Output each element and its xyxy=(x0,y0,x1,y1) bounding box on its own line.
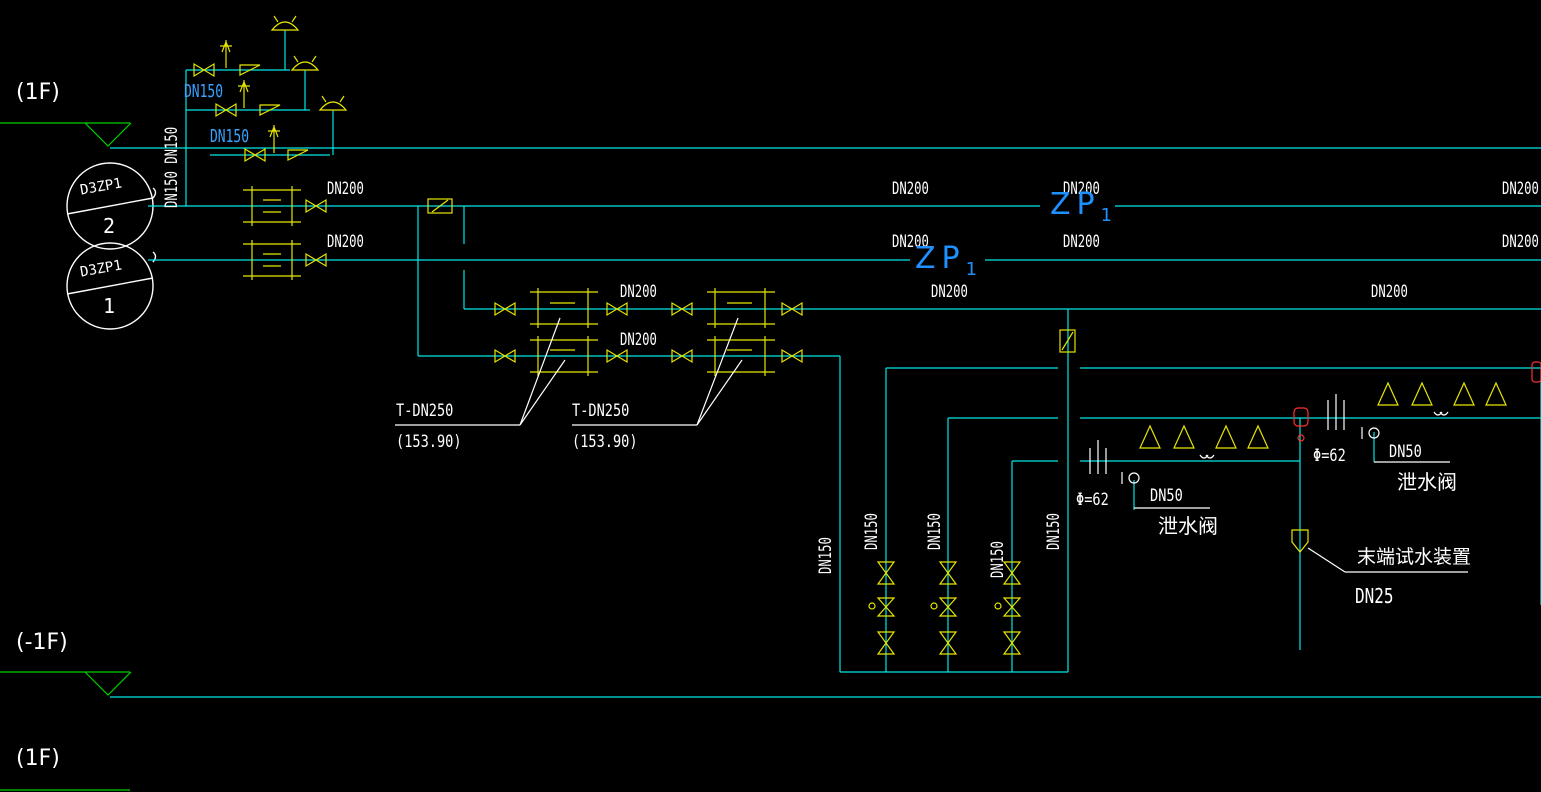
label-dn200-1: DN200 xyxy=(327,179,364,199)
circle-1-number: 1 xyxy=(103,294,116,318)
label-dn150-alarm-1: DN150 xyxy=(184,81,224,102)
label-dn200-9: DN200 xyxy=(620,282,657,302)
label-dn150-alarm-2: DN150 xyxy=(210,126,250,147)
label-riser-dn150-2: DN150 xyxy=(862,513,882,550)
zp1-upper-text: ZP xyxy=(1050,187,1101,222)
label-tdn250-2: T-DN250 xyxy=(572,401,630,421)
label-phi-2: Φ=62 xyxy=(1313,446,1346,466)
label-tdn250-1-value: (153.90) xyxy=(396,432,462,452)
label-drain-valve-1: 泄水阀 xyxy=(1158,514,1218,538)
circle-marker-1 xyxy=(66,242,157,330)
label-riser-dn150-3: DN150 xyxy=(925,513,945,550)
level-lines xyxy=(110,147,1541,698)
red-devices xyxy=(1293,361,1541,442)
label-dn200-12: DN200 xyxy=(620,330,657,350)
label-dn50-1: DN50 xyxy=(1150,486,1183,506)
label-riser-dn150-4: DN150 xyxy=(988,541,1008,578)
label-dn200-11: DN200 xyxy=(1371,282,1408,302)
zp1-upper-sub: 1 xyxy=(1100,205,1119,226)
label-dn200-7: DN200 xyxy=(1063,232,1100,252)
label-zp1-upper: ZP1 xyxy=(1050,190,1118,225)
label-drain-valve-2: 泄水阀 xyxy=(1397,470,1457,494)
label-dn150-vertical: DN150 DN150 xyxy=(162,126,182,208)
label-dn200-8: DN200 xyxy=(1502,232,1539,252)
floor-label-1f-top: (1F) xyxy=(16,80,60,105)
zp1-lower-sub: 1 xyxy=(965,259,984,280)
label-dn25: DN25 xyxy=(1355,584,1394,608)
label-phi-1: Φ=62 xyxy=(1076,490,1109,510)
label-tdn250-2-value: (153.90) xyxy=(572,432,638,452)
label-end-test-device: 末端试水装置 xyxy=(1357,546,1472,568)
fittings xyxy=(395,317,1468,573)
main-pipes xyxy=(148,30,1541,673)
label-dn200-3: DN200 xyxy=(892,179,929,199)
circle-2-number: 2 xyxy=(103,214,116,238)
valves xyxy=(193,15,1507,655)
label-dn200-10: DN200 xyxy=(931,282,968,302)
label-riser-dn150-5: DN150 xyxy=(1044,513,1064,550)
label-dn200-2: DN200 xyxy=(327,232,364,252)
floor-label-basement: (-1F) xyxy=(16,630,68,655)
floor-label-1f-bottom: (1F) xyxy=(16,746,60,771)
label-dn200-5: DN200 xyxy=(1502,179,1539,199)
floor-lines xyxy=(0,122,132,791)
label-riser-dn150-1: DN150 xyxy=(816,537,836,574)
label-tdn250-1: T-DN250 xyxy=(396,401,454,421)
zp1-lower-text: ZP xyxy=(915,241,966,276)
label-dn200-4: DN200 xyxy=(1063,179,1100,199)
label-dn200-6: DN200 xyxy=(892,232,929,252)
label-zp1-lower: ZP1 xyxy=(915,244,983,279)
label-dn50-2: DN50 xyxy=(1389,442,1422,462)
